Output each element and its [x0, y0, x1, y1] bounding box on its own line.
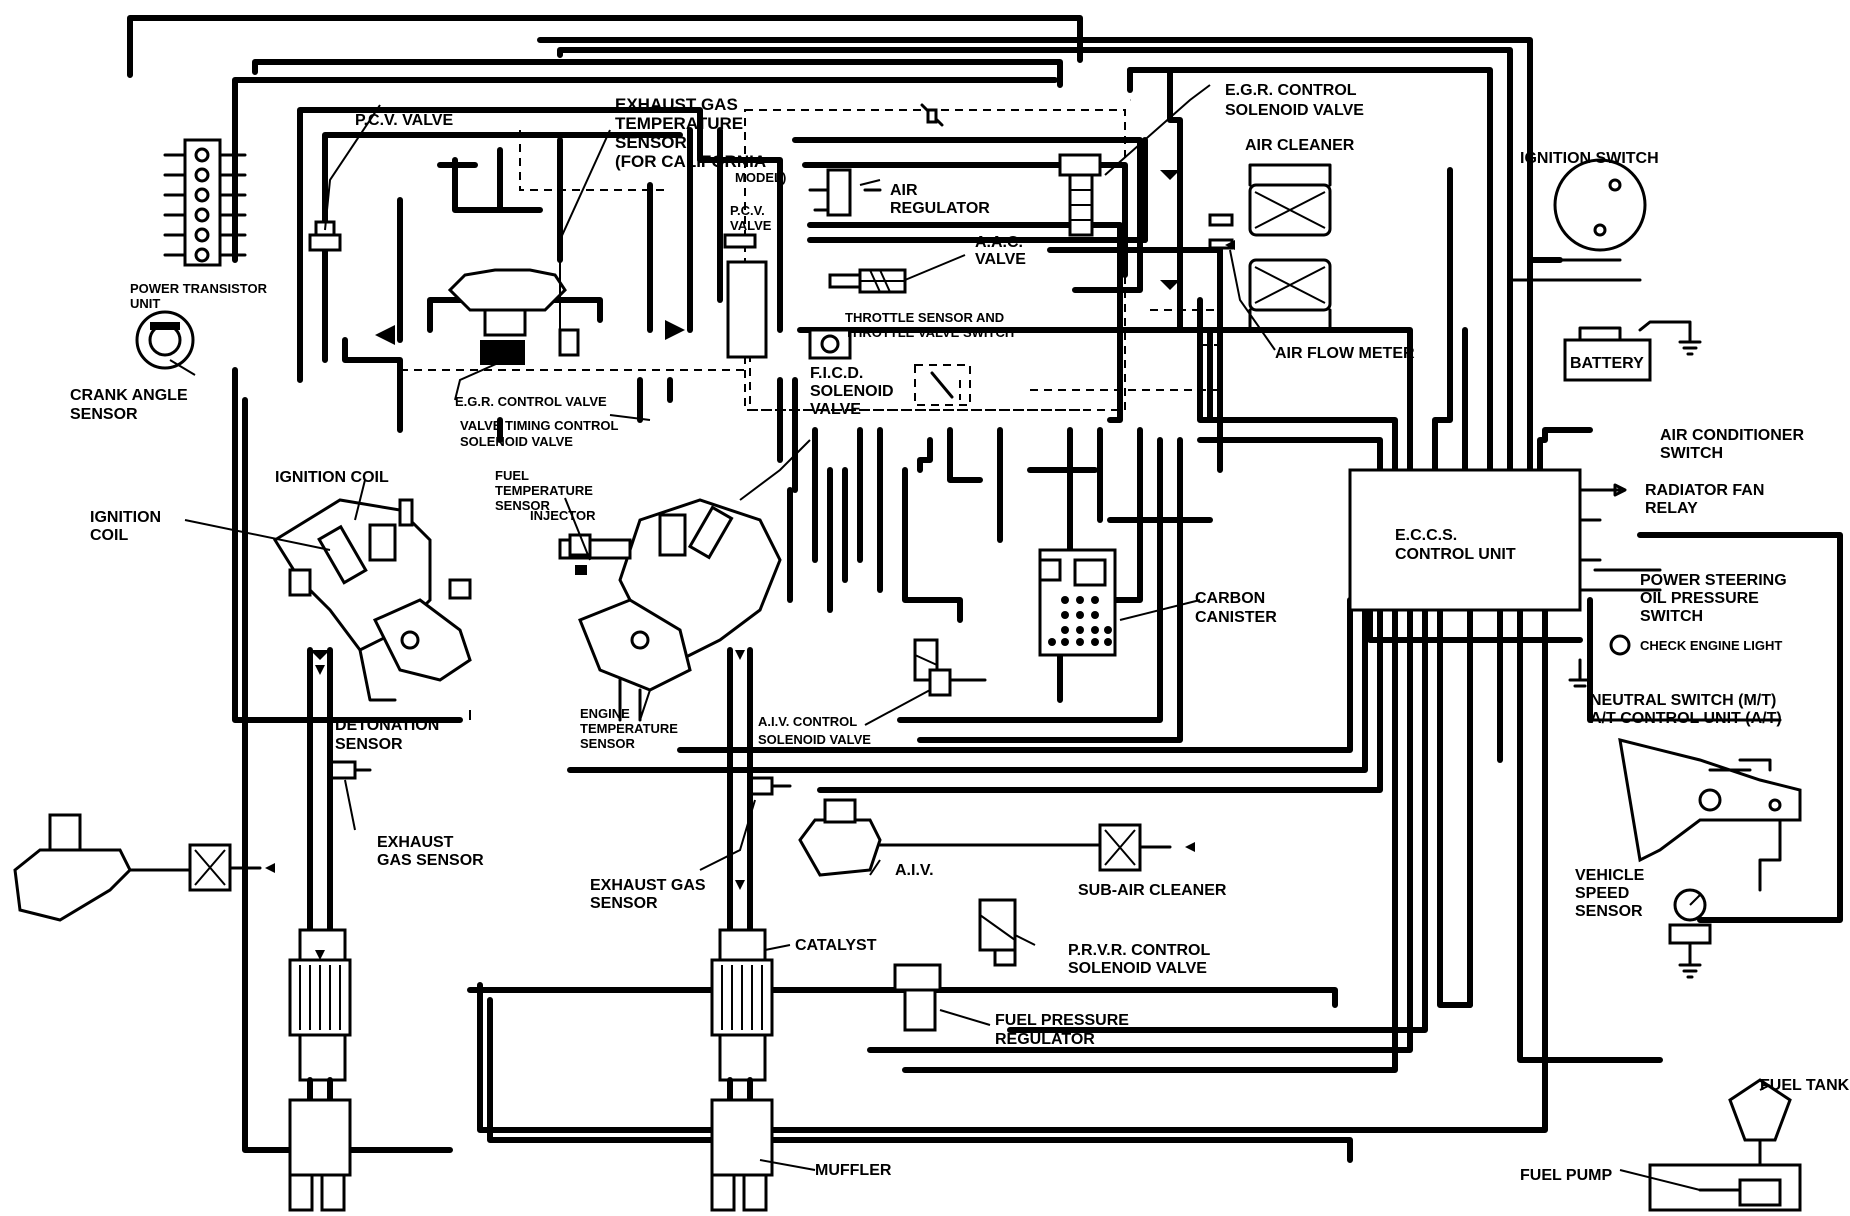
label-fuel-pump: FUEL PUMP: [1520, 1167, 1612, 1184]
label-detonation-sensor: DETONATION SENSOR: [335, 717, 444, 753]
label-air-cleaner: AIR CLEANER: [1245, 137, 1355, 154]
label-egr-control-valve: E.G.R. CONTROL VALVE: [455, 394, 607, 409]
label-battery: BATTERY: [1570, 355, 1644, 372]
label-throttle-sensor: THROTTLE SENSOR AND THROTTLE VALVE SWITC…: [845, 310, 1014, 340]
exhaust-gas-sensor-left: [328, 760, 372, 780]
muffler-center: [710, 1098, 774, 1212]
battery: [1563, 320, 1702, 382]
throttle-sensor: [808, 328, 852, 360]
label-radiator-fan-relay: RADIATOR FAN RELAY: [1645, 482, 1769, 517]
label-pcv-valve-left: P.C.V. VALVE: [355, 112, 453, 129]
label-ficd-solenoid-valve: F.I.C.D. SOLENOID VALVE: [810, 365, 898, 418]
label-power-steering-switch: POWER STEERING OIL PRESSURE SWITCH: [1640, 572, 1791, 625]
label-carbon-canister: CARBON CANISTER: [1195, 590, 1277, 626]
power-transistor-unit: [135, 310, 195, 370]
aiv: [798, 798, 1102, 877]
label-fuel-temperature-sensor: FUEL TEMPERATURE SENSOR: [495, 468, 597, 513]
catalyst-center: [710, 647, 774, 1103]
label-exhaust-gas-temp-sensor: EXHAUST GAS TEMPERATURE SENSOR (FOR CALI…: [615, 95, 786, 185]
label-air-regulator: AIR REGULATOR: [890, 182, 990, 217]
label-valve-timing-control: VALVE TIMING CONTROL SOLENOID VALVE: [460, 418, 622, 449]
transmission: [1618, 737, 1802, 863]
label-aiv-control-solenoid: A.I.V. CONTROL SOLENOID VALVE: [758, 714, 871, 747]
air-flow-meter: [1208, 213, 1234, 250]
ficd-symbol: [914, 364, 971, 406]
egr-control-solenoid: [1058, 153, 1102, 237]
vehicle-speed-sensor: [1668, 818, 1782, 979]
intake-hoses: [297, 107, 1213, 743]
ignition-connector: [163, 138, 247, 267]
label-injector: INJECTOR: [530, 508, 596, 523]
label-sub-air-cleaner: SUB-AIR CLEANER: [1078, 882, 1227, 899]
catalyst-left: [288, 647, 352, 1103]
exhaust-gas-sensor-center: [748, 776, 792, 796]
ignition-switch: [1553, 158, 1647, 252]
aac-valve: [828, 268, 907, 294]
engine-right-bank: [558, 498, 782, 722]
carbon-canister: [1038, 548, 1117, 657]
label-catalyst: CATALYST: [795, 937, 877, 954]
label-aiv: A.I.V.: [895, 862, 934, 879]
label-ignition-coil-top: IGNITION COIL: [275, 469, 389, 486]
label-exhaust-gas-sensor-center: EXHAUST GAS SENSOR: [590, 877, 710, 912]
air-cleaner: [1248, 163, 1332, 332]
label-engine-temperature-sensor: ENGINE TEMPERATURE SENSOR: [580, 706, 682, 751]
label-fuel-pressure-regulator: FUEL PRESSURE REGULATOR: [995, 1012, 1133, 1048]
label-aac-valve: A.A.C. VALVE: [975, 234, 1027, 268]
sub-air-cleaner: [1098, 823, 1172, 872]
flow-arrows: [265, 170, 1235, 960]
labels: P.C.V. VALVE EXHAUST GAS TEMPERATURE SEN…: [70, 82, 1850, 1184]
label-neutral-switch: NEUTRAL SWITCH (M/T) A/T CONTROL UNIT (A…: [1590, 692, 1782, 727]
label-vehicle-speed-sensor: VEHICLE SPEED SENSOR: [1575, 867, 1649, 920]
label-muffler: MUFFLER: [815, 1162, 892, 1179]
label-crank-angle-sensor: CRANK ANGLE SENSOR: [70, 387, 192, 423]
engine-left-bank: [272, 498, 472, 702]
pcv-valve-center: [723, 233, 768, 359]
eccs-control-unit[interactable]: [1348, 468, 1627, 612]
label-air-flow-meter: AIR FLOW METER: [1275, 345, 1415, 362]
label-pcv-valve-center: P.C.V. VALVE: [730, 203, 772, 233]
label-check-engine-light: CHECK ENGINE LIGHT: [1640, 638, 1782, 653]
pcv-valve-left: [308, 220, 342, 252]
left-intake-device: [13, 813, 262, 922]
label-fuel-tank: FUEL TANK: [1760, 1077, 1850, 1094]
label-eccs-control-unit: E.C.C.S. CONTROL UNIT: [1395, 527, 1516, 563]
throttle-top-symbol: [920, 103, 944, 127]
fuel-pump: [1698, 1178, 1782, 1207]
label-prvr-control-solenoid: P.R.V.R. CONTROL SOLENOID VALVE: [1068, 942, 1214, 977]
label-exhaust-gas-sensor-left: EXHAUST GAS SENSOR: [377, 834, 484, 869]
aiv-control-solenoid: [913, 638, 987, 697]
muffler-left: [288, 1098, 352, 1212]
fuel-pressure-regulator: [893, 963, 942, 1032]
label-air-conditioner-switch: AIR CONDITIONER SWITCH: [1660, 427, 1808, 462]
air-regulator: [808, 168, 882, 217]
label-power-transistor-unit: POWER TRANSISTOR UNIT: [130, 281, 271, 311]
prvr-control-solenoid: [978, 898, 1017, 967]
leader-lines: [169, 84, 1771, 1191]
egr-valve-assembly: [447, 268, 580, 365]
label-ignition-coil-left: IGNITION COIL: [90, 509, 166, 544]
check-engine-light: [1568, 634, 1631, 688]
label-ignition-switch: IGNITION SWITCH: [1520, 150, 1659, 167]
label-egr-control-solenoid-valve: E.G.R. CONTROL SOLENOID VALVE: [1225, 82, 1364, 119]
